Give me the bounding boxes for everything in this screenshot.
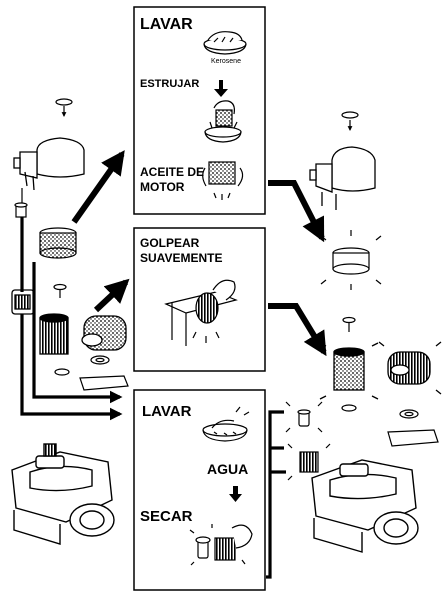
dry-filter-parts-icon <box>189 524 253 566</box>
air-cleaner-cover-right-icon <box>309 146 376 210</box>
kerosene-label: Kerosene <box>211 58 241 65</box>
arrow-dry-to-parts-right-icon <box>266 410 286 579</box>
cover-bolt-icon <box>14 188 28 218</box>
wing-nut-small-icon <box>53 283 67 298</box>
element-housing-left-icon <box>11 289 35 315</box>
base-gasket-right-icon <box>387 429 439 447</box>
foam-element-right-icon <box>320 230 382 290</box>
paper-element-left-icon <box>39 313 127 355</box>
grommet-right-icon <box>341 404 419 419</box>
air-cleaner-cover-icon <box>13 137 85 191</box>
label-squeeze: ESTRUJAR <box>140 78 199 90</box>
cleaned-housing-icon <box>287 443 331 481</box>
label-wash-bottom: LAVAR <box>142 403 192 420</box>
kerosene-wash-basin-icon <box>203 31 247 55</box>
engine-right-icon <box>311 459 419 553</box>
label-oil-line1: ACEITE DE <box>140 165 204 179</box>
label-tap-line1: GOLPEAR <box>140 236 200 250</box>
water-wash-basin-icon <box>202 406 250 442</box>
arrow-paper-to-tap-icon <box>93 278 130 313</box>
wing-nut-right-small-icon <box>342 316 356 332</box>
tap-filter-on-table-icon <box>164 279 238 346</box>
wing-nut-right-icon <box>341 111 359 131</box>
dry-down-arrow-icon <box>229 486 242 502</box>
label-dry: SECAR <box>140 508 193 525</box>
engine-left-icon <box>11 443 115 545</box>
wing-nut-icon <box>55 98 73 117</box>
cleaned-bolt-icon <box>285 401 323 433</box>
grommet-left-icon <box>54 355 110 376</box>
squeeze-down-arrow-icon <box>214 80 228 97</box>
arrow-wash-to-foam-right-icon <box>268 180 325 243</box>
label-tap-line2: SUAVEMENTE <box>140 251 222 265</box>
paper-element-right-icon <box>319 341 442 400</box>
left-routing-lines <box>20 217 123 421</box>
squeeze-foam-basin-icon <box>204 100 242 143</box>
arrow-foam-to-wash-icon <box>71 150 125 224</box>
arrow-tap-to-paper-right-icon <box>268 303 327 357</box>
foam-element-left-icon <box>39 227 77 259</box>
label-wash-top: LAVAR <box>140 16 193 33</box>
oil-soak-foam-icon <box>202 161 244 200</box>
label-oil-line2: MOTOR <box>140 180 185 194</box>
panel-wash-water-dry <box>133 389 266 591</box>
base-gasket-left-icon <box>79 375 129 391</box>
label-water: AGUA <box>207 461 248 477</box>
